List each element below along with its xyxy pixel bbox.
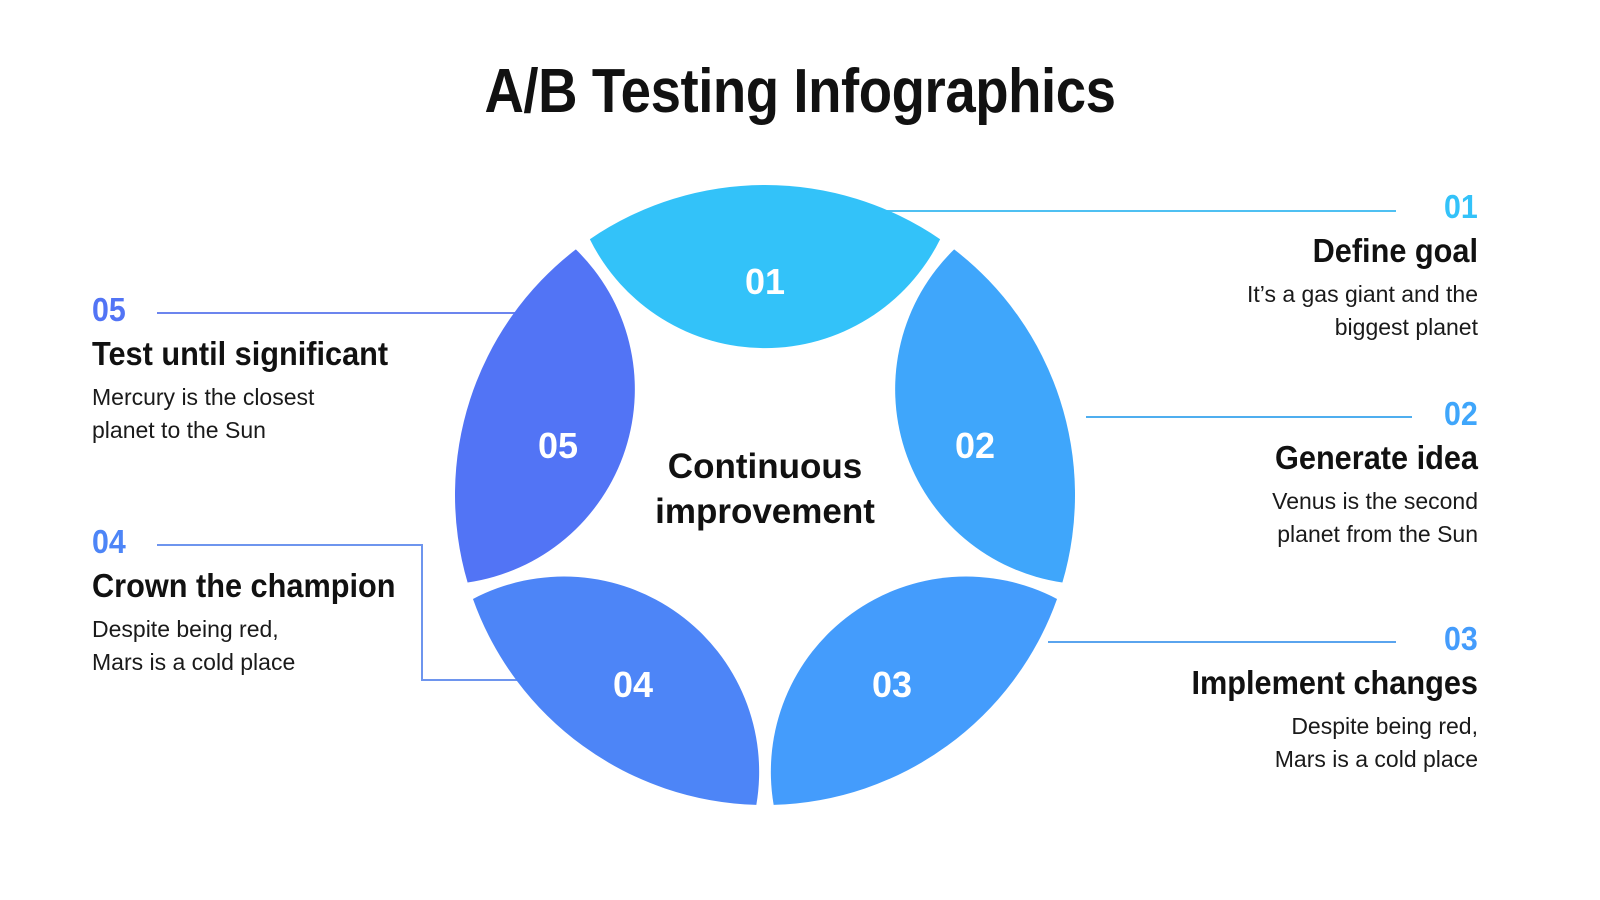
wheel-segment-label-04: 04 <box>613 664 653 705</box>
item-04-number: 04 <box>92 523 126 560</box>
item-01-title: Define goal <box>1312 232 1478 269</box>
center-label-line2: improvement <box>655 492 875 531</box>
wheel-center-label: Continuous improvement <box>655 447 875 531</box>
item-03-title: Implement changes <box>1191 664 1478 701</box>
wheel-segment-01[interactable] <box>589 184 941 349</box>
wheel-segment-label-05: 05 <box>538 425 578 466</box>
item-05-description: Mercury is the closest planet to the Sun <box>92 384 315 443</box>
item-01: 01 Define goal It’s a gas giant and the … <box>1078 190 1478 344</box>
item-05-title: Test until significant <box>92 335 389 372</box>
item-04-description: Despite being red, Mars is a cold place <box>92 616 296 675</box>
item-02: 02 Generate idea Venus is the second pla… <box>1078 397 1478 551</box>
wheel-segment-label-02: 02 <box>955 425 995 466</box>
item-04-title: Crown the champion <box>92 567 396 604</box>
wheel-segments <box>454 184 1076 805</box>
item-03-number: 03 <box>1444 620 1478 657</box>
page-title: A/B Testing Infographics <box>484 57 1116 126</box>
item-03: 03 Implement changes Despite being red, … <box>1078 622 1478 776</box>
wheel-segment-label-01: 01 <box>745 261 785 302</box>
wheel-segment-04[interactable] <box>472 576 760 805</box>
item-05-number: 05 <box>92 291 126 328</box>
item-02-number: 02 <box>1444 395 1478 432</box>
wheel-segment-05[interactable] <box>454 249 635 583</box>
item-02-description: Venus is the second planet from the Sun <box>1272 488 1478 547</box>
item-04: 04 Crown the champion Despite being red,… <box>92 525 492 679</box>
wheel-segment-label-03: 03 <box>872 664 912 705</box>
item-01-number: 01 <box>1444 188 1478 225</box>
item-01-description: It’s a gas giant and the biggest planet <box>1246 281 1478 340</box>
item-02-title: Generate idea <box>1274 439 1478 476</box>
center-label-line1: Continuous <box>668 447 862 486</box>
cycle-wheel-diagram: 01 02 03 04 05 Continuous improvement <box>440 170 1090 820</box>
wheel-segment-02[interactable] <box>895 249 1076 583</box>
item-05: 05 Test until significant Mercury is the… <box>92 293 492 447</box>
wheel-segment-labels: 01 02 03 04 05 <box>538 261 995 705</box>
item-03-description: Despite being red, Mars is a cold place <box>1274 713 1478 772</box>
wheel-segment-03[interactable] <box>770 576 1058 805</box>
